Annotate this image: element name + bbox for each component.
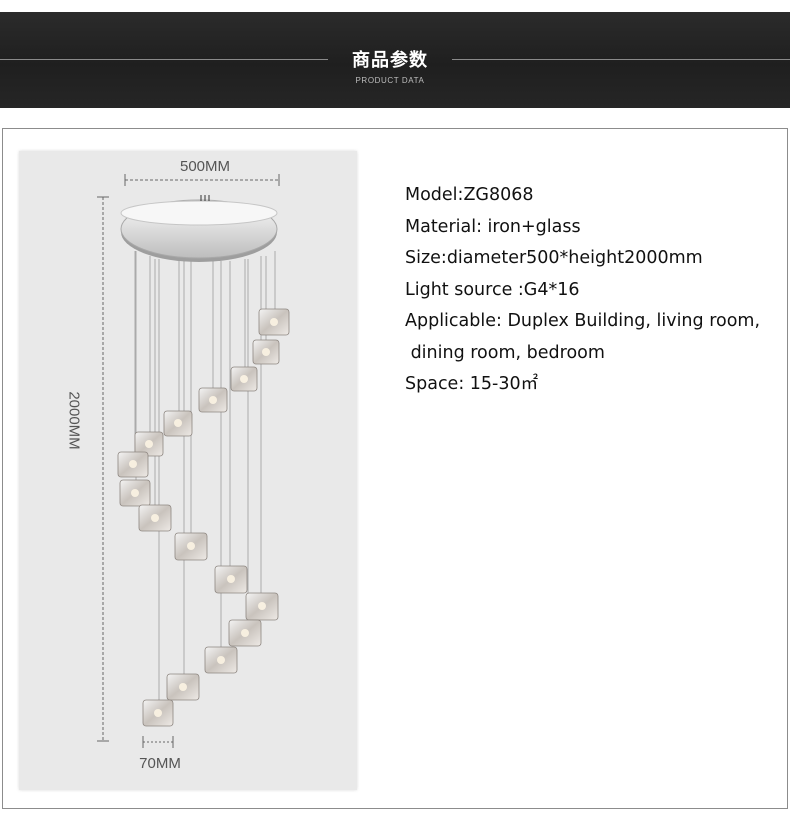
spec-applicable-continued: dining room, bedroom	[405, 342, 605, 363]
header-divider-right	[452, 59, 790, 60]
spec-model: Model:ZG8068	[405, 185, 534, 205]
glass-cube-pendants	[117, 308, 290, 727]
spec-space: Space: 15-30㎡	[405, 374, 539, 394]
chandelier-illustration	[97, 174, 290, 748]
width-dimension-line	[124, 174, 280, 186]
spec-material: Material: iron+glass	[405, 216, 581, 237]
width-label: 500MM	[179, 158, 231, 175]
spec-size: Size:diameter500*height2000mm	[405, 248, 703, 268]
spec-light-source: Light source :G4*16	[405, 279, 580, 300]
height-label: 2000MM	[65, 391, 83, 450]
ceiling-canopy	[120, 195, 278, 262]
cube-dimension-line	[142, 736, 174, 748]
section-header: 商品参数 PRODUCT DATA	[0, 12, 790, 108]
product-specs: Model:ZG8068 Material: iron+glass Size:d…	[405, 180, 775, 401]
header-divider-left	[0, 59, 328, 60]
product-image-panel	[19, 151, 357, 790]
spec-applicable: Applicable: Duplex Building, living room…	[405, 311, 761, 331]
header-subtitle: PRODUCT DATA	[355, 76, 425, 85]
header-title: 商品参数	[352, 50, 428, 71]
cube-highlights	[129, 318, 278, 717]
cube-size-label: 70MM	[139, 755, 181, 772]
height-dimension-line	[97, 196, 109, 742]
